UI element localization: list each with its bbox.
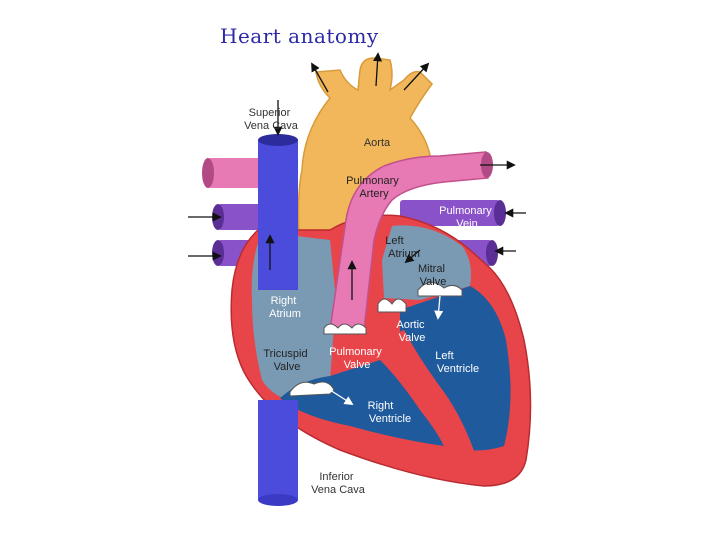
label-pulmonary-artery: Pulmonary Artery xyxy=(346,175,402,200)
vena-cava xyxy=(258,134,298,506)
label-pulmonary-valve: Pulmonary Valve xyxy=(329,346,385,371)
label-aorta: Aorta xyxy=(364,137,391,149)
label-right-atrium: Right Atrium xyxy=(269,295,301,320)
aorta xyxy=(297,57,433,261)
page-title: Heart anatomy xyxy=(220,24,379,48)
right-ventricle xyxy=(280,360,444,446)
label-right-ventricle: Right Ventricle xyxy=(368,400,411,425)
flow-arrows-white xyxy=(329,295,444,405)
label-mitral-valve: Mitral Valve xyxy=(418,263,448,288)
label-left-ventricle: Left Ventricle xyxy=(435,350,479,375)
valves xyxy=(289,282,463,397)
label-left-atrium: Left Atrium xyxy=(385,235,420,260)
left-atrium xyxy=(382,225,471,300)
label-pulmonary-vein: Pulmonary Vein xyxy=(439,205,495,230)
septum xyxy=(380,330,478,462)
left-ventricle xyxy=(400,286,511,451)
label-superior-vena-cava: Superior Vena Cava xyxy=(244,107,299,132)
label-aortic-valve: Aortic Valve xyxy=(396,319,427,344)
label-tricuspid-valve: Tricuspid Valve xyxy=(263,348,310,373)
flow-arrows xyxy=(188,52,526,300)
label-inferior-vena-cava: Inferior Vena Cava xyxy=(311,471,366,496)
